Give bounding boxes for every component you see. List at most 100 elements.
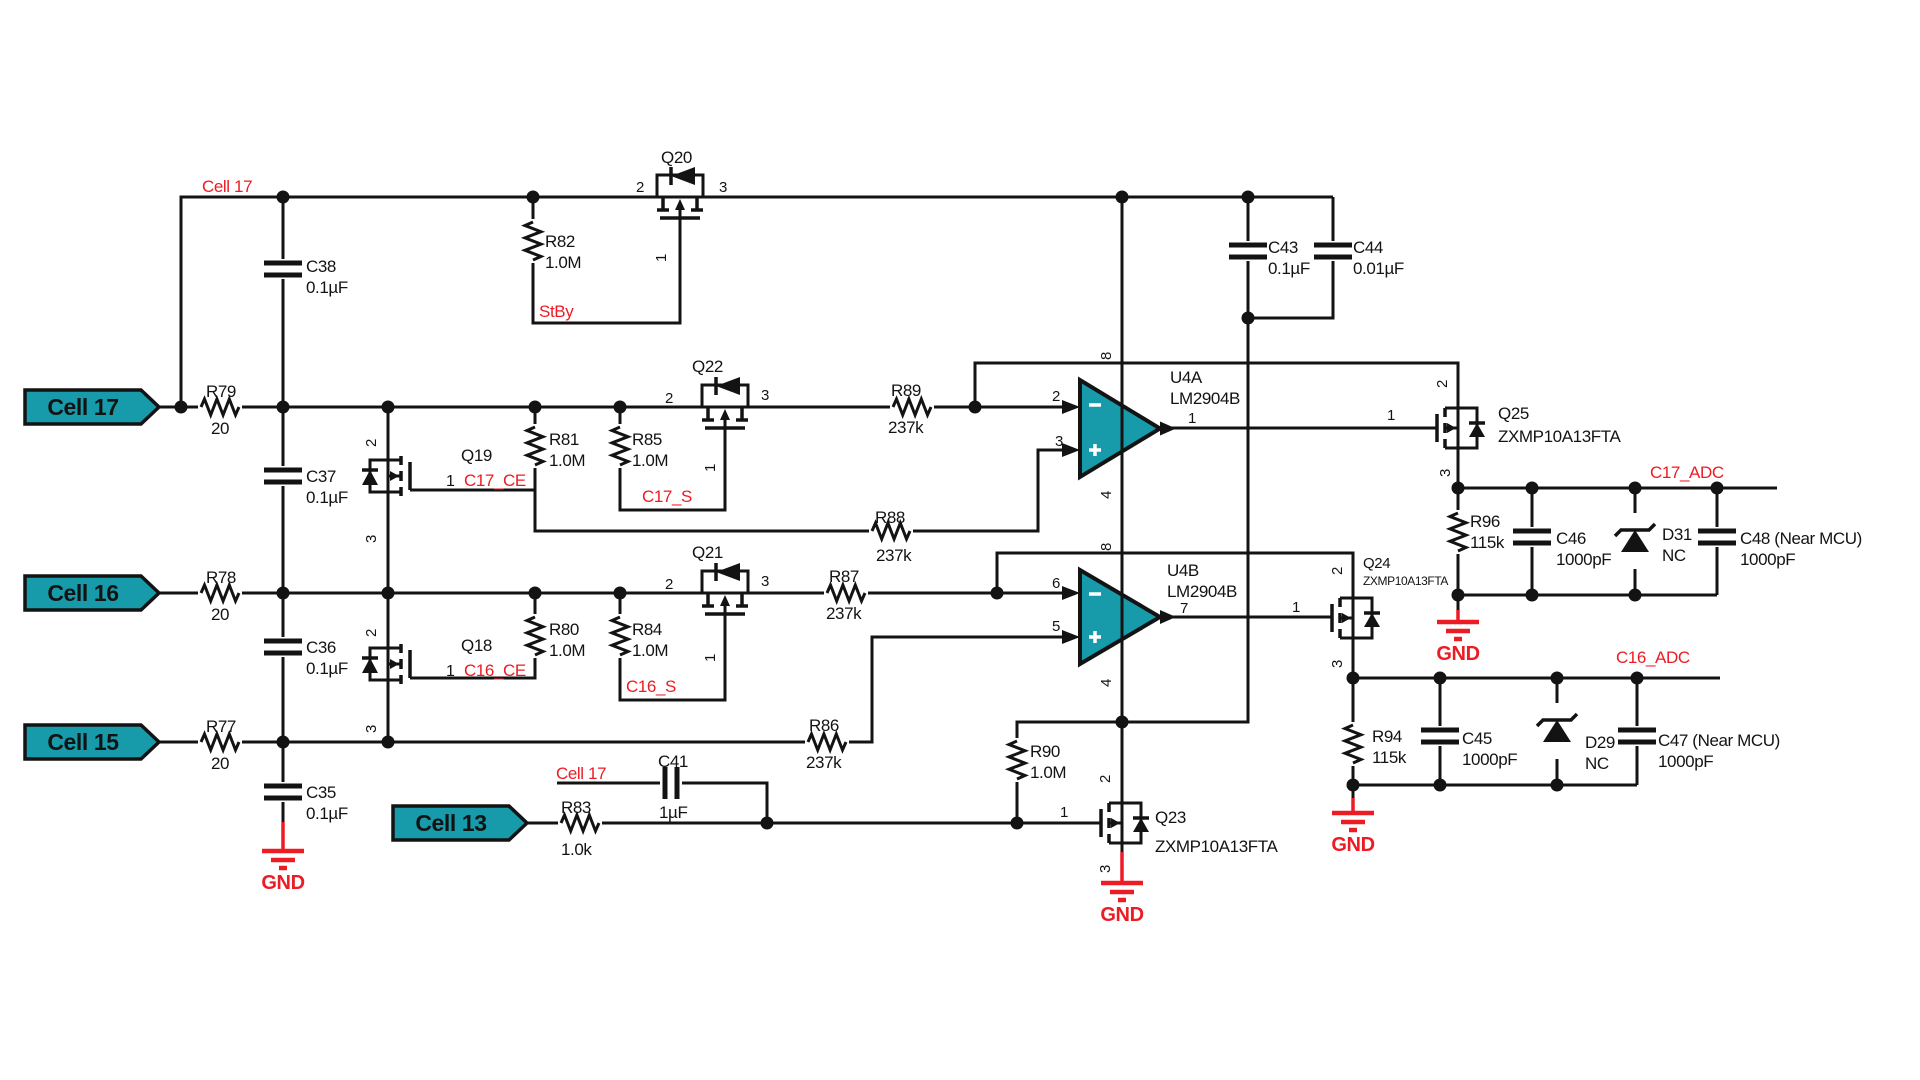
- label: StBy: [539, 302, 574, 321]
- label: 2: [1434, 380, 1451, 388]
- resistor-R80: [522, 615, 548, 657]
- label: Q24: [1363, 555, 1390, 572]
- label: 0.1µF: [306, 659, 348, 678]
- junction-dot: [1525, 481, 1539, 495]
- junction-dot: [1433, 778, 1447, 792]
- junction-dot: [968, 400, 982, 414]
- label: 1: [702, 654, 719, 662]
- wire: [1248, 197, 1335, 320]
- label: Q22: [692, 357, 723, 376]
- label: Q25: [1498, 404, 1529, 423]
- mosfet-arrow-icon: [1447, 423, 1456, 433]
- label: D31: [1662, 525, 1692, 544]
- passfet-diode-icon: [716, 563, 740, 581]
- junction-dot: [381, 586, 395, 600]
- label: R87: [829, 567, 859, 586]
- label: 1: [702, 464, 719, 472]
- label: R96: [1470, 512, 1500, 531]
- junction-dot: [528, 400, 542, 414]
- net-tag-label: Cell 17: [47, 394, 118, 420]
- junction-dot: [1628, 481, 1642, 495]
- opamp-U4A: [1078, 376, 1164, 481]
- label: 2: [1097, 775, 1114, 783]
- label: 20: [211, 754, 229, 773]
- input-arrow-icon: [1062, 443, 1080, 457]
- label: LM2904B: [1167, 582, 1237, 601]
- label: C17_S: [642, 487, 692, 506]
- label: 1.0M: [632, 641, 668, 660]
- body-diode-icon: [1469, 423, 1485, 437]
- label: 3: [1437, 469, 1454, 477]
- junction-dot: [276, 400, 290, 414]
- label: 2: [665, 390, 673, 407]
- label: 1000pF: [1658, 752, 1713, 771]
- label: ZXMP10A13FTA: [1498, 427, 1621, 446]
- wire: [1015, 197, 1250, 823]
- label: 0.1µF: [306, 804, 348, 823]
- mosfet-arrow-icon: [1342, 613, 1351, 623]
- label: 2: [363, 629, 380, 637]
- label: 237k: [826, 604, 862, 623]
- label: 20: [211, 419, 229, 438]
- label: 8: [1098, 543, 1115, 551]
- junction-dot: [276, 586, 290, 600]
- label: 237k: [888, 418, 924, 437]
- net-tag: [23, 388, 162, 426]
- passfet-arrow-icon: [720, 409, 730, 420]
- zener-D29: [1535, 712, 1579, 728]
- opamp-U4B: [1078, 566, 1164, 668]
- label: R82: [545, 232, 575, 251]
- junction-dot: [526, 190, 540, 204]
- resistor-R89: [891, 394, 933, 420]
- label: NC: [1662, 546, 1686, 565]
- gnd-label: GND: [1331, 834, 1374, 856]
- label: C35: [306, 783, 336, 802]
- label: 0.1µF: [1268, 259, 1310, 278]
- label: 8: [1098, 352, 1115, 360]
- label: 1: [446, 663, 455, 680]
- label: 1µF: [659, 803, 687, 822]
- input-arrow-icon: [1062, 630, 1080, 644]
- junction-dot: [276, 735, 290, 749]
- label: 1: [1188, 410, 1196, 427]
- label: C16_CE: [464, 661, 526, 680]
- label: D29: [1585, 733, 1615, 752]
- label: 1: [1060, 804, 1068, 821]
- label: 1000pF: [1740, 550, 1795, 569]
- label: 6: [1052, 575, 1060, 592]
- resistor-R96: [1445, 511, 1471, 553]
- label: U4B: [1167, 561, 1199, 580]
- label: Q21: [692, 543, 723, 562]
- body-diode-icon: [1364, 613, 1380, 627]
- input-arrow-icon: [1062, 586, 1080, 600]
- junction-dot: [1550, 671, 1564, 685]
- wire: [533, 448, 1064, 533]
- label: C45: [1462, 729, 1492, 748]
- label: C47 (Near MCU): [1658, 731, 1780, 750]
- junction-dot: [1346, 671, 1360, 685]
- label: C46: [1556, 529, 1586, 548]
- label: R83: [561, 798, 591, 817]
- label: 1000pF: [1556, 550, 1611, 569]
- label: 1.0M: [549, 641, 585, 660]
- resistor-R84: [607, 615, 633, 657]
- junction-dot: [276, 190, 290, 204]
- label: R80: [549, 620, 579, 639]
- label: C38: [306, 257, 336, 276]
- label: C17_CE: [464, 471, 526, 490]
- net-tag: [23, 574, 162, 612]
- wire: [995, 551, 1355, 598]
- label: 3: [719, 179, 727, 196]
- passfet-diode-icon: [716, 377, 740, 395]
- label: 3: [1097, 865, 1114, 873]
- label: 7: [1180, 600, 1188, 617]
- label: R81: [549, 430, 579, 449]
- resistor-R86: [806, 729, 848, 755]
- junction-dot: [760, 816, 774, 830]
- label: 1.0M: [545, 253, 581, 272]
- resistor-R85: [607, 425, 633, 467]
- junction-dot: [1550, 778, 1564, 792]
- label: Q23: [1155, 808, 1186, 827]
- label: NC: [1585, 754, 1609, 773]
- label: 3: [1055, 433, 1063, 450]
